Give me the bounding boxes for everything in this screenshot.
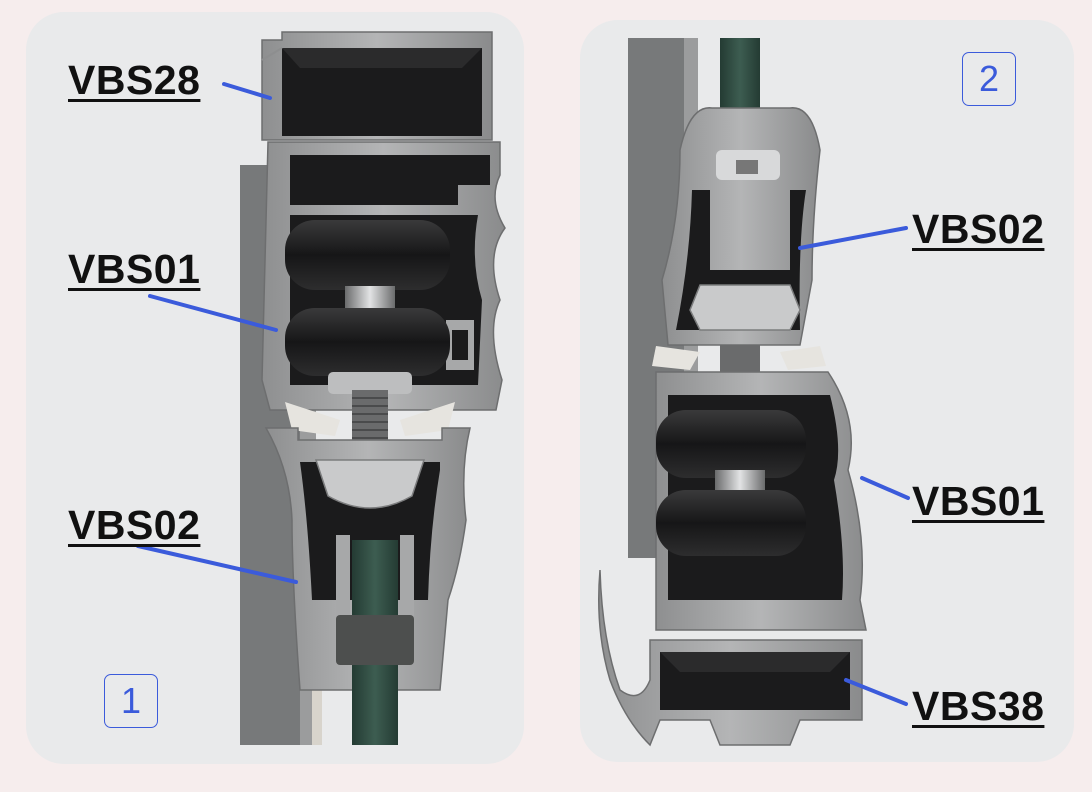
leader-vbs01 bbox=[148, 294, 278, 332]
vbs02-inverted-profile-section bbox=[661, 107, 821, 346]
leader-vbs01 bbox=[860, 476, 910, 500]
leader-vbs28 bbox=[222, 82, 272, 100]
label-vbs01: VBS01 bbox=[912, 478, 1045, 524]
vbs01-profile-section bbox=[655, 371, 867, 631]
figure-1-leader-lines bbox=[136, 82, 298, 584]
roller-assembly bbox=[285, 220, 450, 446]
label-vbs01: VBS01 bbox=[68, 246, 201, 292]
figure-2-drawing bbox=[598, 38, 910, 747]
vbs02-profile-section bbox=[264, 427, 471, 745]
figure-number-2: 2 bbox=[962, 52, 1016, 106]
label-vbs38: VBS38 bbox=[912, 683, 1045, 729]
figure-1-drawing bbox=[136, 31, 506, 745]
vbs28-top-rail-section bbox=[261, 31, 493, 141]
leader-vbs02 bbox=[798, 226, 908, 250]
figure-2-leader-lines bbox=[798, 226, 910, 706]
label-vbs28: VBS28 bbox=[68, 57, 201, 103]
figure-number-1: 1 bbox=[104, 674, 158, 728]
label-vbs02: VBS02 bbox=[912, 206, 1045, 252]
vbs38-bottom-rail-section bbox=[598, 569, 863, 747]
leader-vbs02 bbox=[136, 544, 298, 584]
label-vbs02: VBS02 bbox=[68, 502, 201, 548]
leader-vbs38 bbox=[844, 678, 908, 706]
